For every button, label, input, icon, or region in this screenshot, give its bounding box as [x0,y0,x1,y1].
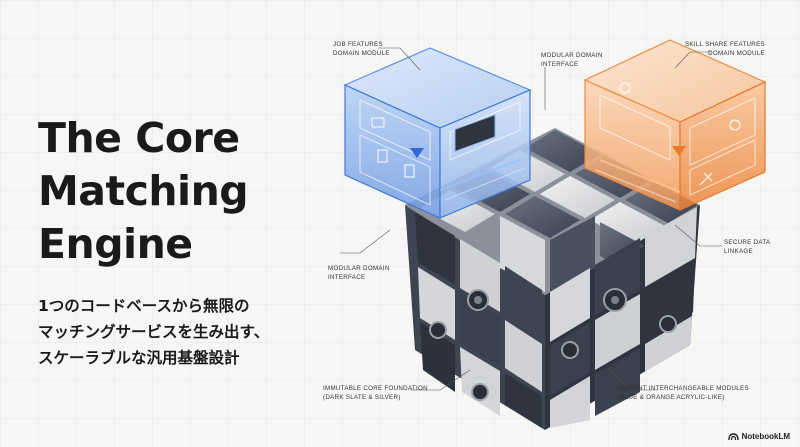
notebooklm-icon [727,432,739,440]
blue-module-right [439,89,531,219]
document-icon [404,164,415,178]
label-secure-data-linkage: SECURE DATA LINKAGE [724,239,771,255]
left-face-blocks [415,212,542,428]
tools-icon [699,172,713,186]
bolt-icon [561,341,579,359]
people-icon [619,82,631,94]
brand-logo: NotebookLM [727,432,790,441]
label-modular-domain-interface-left: MODULAR DOMAIN INTERFACE [328,265,390,281]
label-immutable-core-foundation: IMMUTABLE CORE FOUNDATION (DARK SLATE & … [323,385,428,401]
orange-triangle-marker [672,146,686,156]
orange-module-right [679,81,766,211]
right-face-blocks [550,207,697,428]
label-job-features-module: JOB FEATURES DOMAIN MODULE [333,41,390,57]
skill-share-module [583,39,767,211]
document-icon [377,149,388,163]
lightbulb-icon [729,119,741,131]
connector-port [454,114,496,153]
job-features-module [343,47,532,219]
page-subtitle: 1つのコードベースから無限の マッチングサービスを生み出す、 スケーラブルな汎用… [38,297,270,367]
brand-name: NotebookLM [741,432,790,441]
briefcase-icon [371,117,385,128]
blue-triangle-marker [410,148,424,158]
page-title: The Core Matching Engine [38,114,249,268]
bolt-icon [471,383,489,401]
label-modular-domain-interface-top: MODULAR DOMAIN INTERFACE [541,52,603,68]
leader-lines [340,47,722,391]
label-vibrant-modules: VIBRANT INTERCHANGEABLE MODULES (BLUE & … [618,385,749,401]
bolt-icon [429,321,447,339]
bolt-icon [659,315,677,333]
connection-glows [439,159,681,203]
label-skill-share-module: SKILL SHARE FEATURES DOMAIN MODULE [685,41,765,57]
